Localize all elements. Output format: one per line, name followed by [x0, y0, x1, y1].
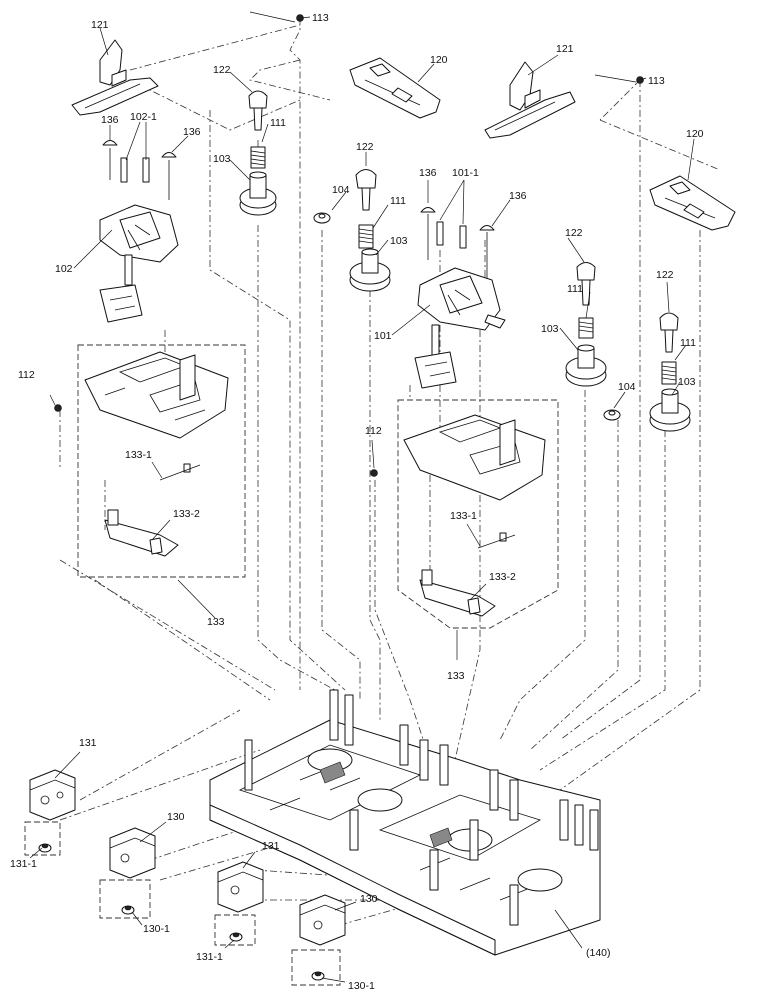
label-101-1: 101-1: [452, 167, 479, 179]
part-112-mid: [370, 439, 378, 477]
part-131-left: [29, 769, 76, 821]
label-121-right: 121: [556, 43, 574, 55]
part-133-plate-left: [84, 351, 229, 439]
label-131-right: 131: [262, 840, 280, 852]
leader-lines: [29, 16, 695, 983]
label-133-mid: 133: [447, 670, 465, 682]
part-103-mid: [349, 248, 391, 292]
part-131-right: [217, 861, 264, 913]
label-120-mid: 120: [430, 54, 448, 66]
part-103-right-b: [649, 388, 691, 432]
label-111-mid: 111: [390, 195, 406, 207]
part-111-left: [250, 146, 266, 169]
label-130-left: 130: [167, 811, 185, 823]
part-120-mid: [349, 57, 441, 119]
part-131-1-left: [24, 821, 61, 856]
part-131-1-right: [214, 914, 256, 946]
label-120-right: 120: [686, 128, 704, 140]
part-111-mid: [358, 224, 374, 249]
label-111-right-a: 111: [567, 283, 583, 295]
part-130-1-left: [99, 879, 151, 919]
part-133-2-left: [104, 509, 179, 557]
label-130-1-left: 130-1: [143, 923, 170, 935]
label-111-right-b: 111: [680, 337, 696, 349]
label-113-right: 113: [648, 75, 665, 87]
label-103-mid: 103: [390, 235, 408, 247]
label-122-left: 122: [213, 64, 231, 76]
label-131-1-left: 131-1: [10, 858, 37, 870]
label-122-right-a: 122: [565, 227, 583, 239]
label-133-left: 133: [207, 616, 225, 628]
label-131-left: 131: [79, 737, 97, 749]
label-104-mid: 104: [332, 184, 350, 196]
label-121-left: 121: [91, 19, 109, 31]
label-133-1-mid: 133-1: [450, 510, 477, 522]
label-133-2-mid: 133-2: [489, 571, 516, 583]
label-113-top: 113: [312, 12, 329, 24]
part-133-2-mid: [419, 569, 496, 617]
part-121-left: [71, 39, 159, 116]
part-136-a: [102, 140, 118, 180]
label-111-left: 111: [270, 117, 286, 129]
part-130-1-right: [291, 949, 341, 986]
part-122-mid: [355, 169, 377, 211]
label-104-right: 104: [618, 381, 636, 393]
part-103-right-a: [565, 344, 607, 387]
label-112-mid: 112: [365, 425, 382, 437]
part-130-right: [299, 894, 346, 946]
part-104-right: [603, 409, 621, 421]
part-122-right-a: [576, 262, 596, 306]
label-130-1-right: 130-1: [348, 980, 375, 992]
label-136-d: 136: [509, 190, 527, 202]
part-136-d: [479, 225, 495, 290]
label-136-a: 136: [101, 114, 119, 126]
group-box-133-left: [77, 344, 246, 578]
label-136-b: 136: [183, 126, 201, 138]
label-133-1-left: 133-1: [125, 449, 152, 461]
part-136-c: [420, 207, 436, 260]
group-box-133-mid: [397, 399, 559, 629]
label-136-c: 136: [419, 167, 437, 179]
part-120-right: [649, 175, 736, 231]
label-131-1-right: 131-1: [196, 951, 223, 963]
part-111-right-a: [578, 317, 594, 339]
part-122-right-b: [659, 312, 679, 353]
part-130-left: [109, 827, 156, 879]
label-122-mid: 122: [356, 141, 374, 153]
label-140: (140): [586, 947, 611, 959]
part-112-left: [49, 394, 62, 412]
part-140-chassis: [209, 689, 601, 956]
part-111-right-b: [661, 361, 677, 385]
part-133-1-left: [159, 463, 201, 481]
label-103-right-a: 103: [541, 323, 559, 335]
label-122-right-b: 122: [656, 269, 674, 281]
part-133-1-mid: [477, 532, 516, 549]
label-130-right: 130: [360, 893, 378, 905]
part-113-right: [594, 74, 644, 84]
label-101: 101: [374, 330, 392, 342]
part-102-1-screws: [120, 157, 150, 183]
part-101-solenoid: [414, 267, 506, 389]
part-103-left: [239, 171, 277, 216]
part-133-plate-mid: [403, 414, 546, 501]
label-103-right-b: 103: [678, 376, 696, 388]
part-102-solenoid: [99, 204, 179, 323]
part-136-b: [161, 152, 177, 200]
label-103-left: 103: [213, 153, 231, 165]
part-labels: 113 121 120 122 111 103 136 102-1 136 10…: [10, 12, 704, 992]
label-102-1: 102-1: [130, 111, 157, 123]
part-101-1-screws: [436, 221, 467, 249]
part-104-mid: [313, 212, 331, 224]
part-121-right: [484, 61, 576, 139]
label-102: 102: [55, 263, 73, 275]
part-122-left: [248, 90, 268, 131]
label-133-2-left: 133-2: [173, 508, 200, 520]
part-113-top: [249, 11, 304, 23]
label-112-left: 112: [18, 369, 35, 381]
